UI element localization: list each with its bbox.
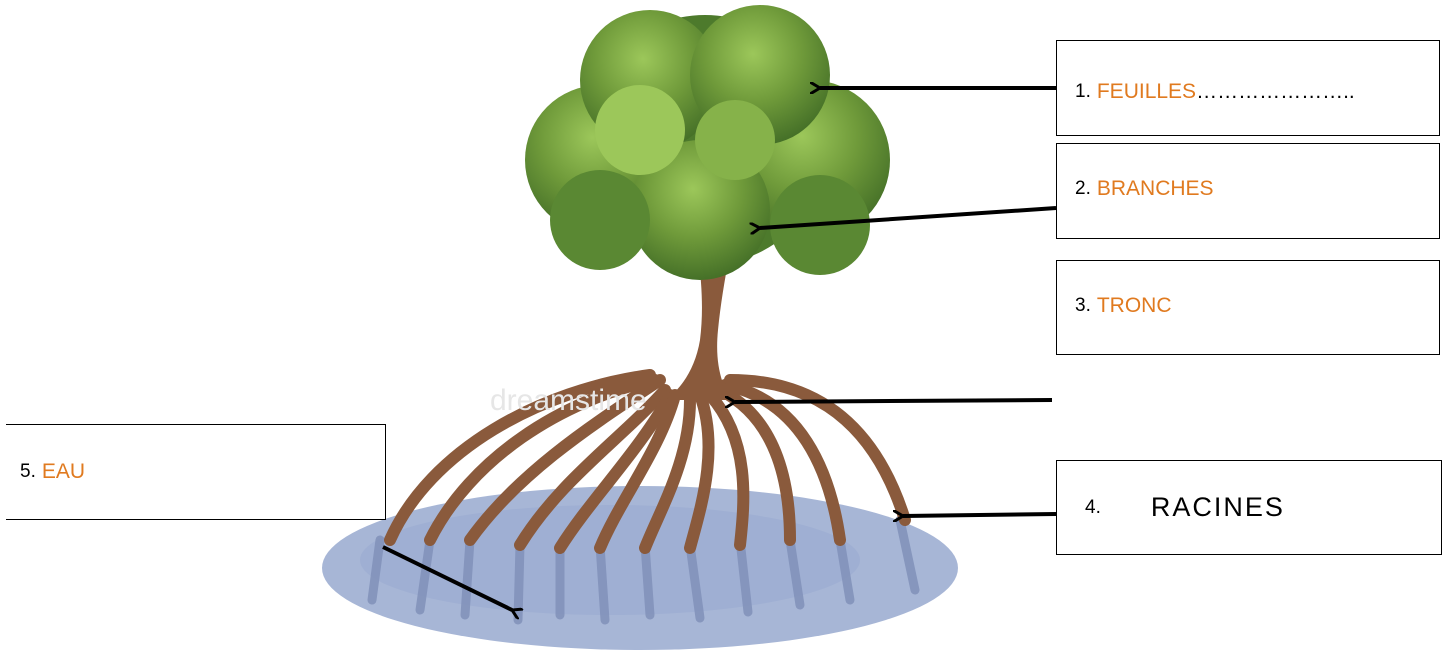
label-number: 2. <box>1075 178 1091 200</box>
arrow-3 <box>735 400 1052 402</box>
arrow-4 <box>903 514 1056 516</box>
label-dots: ………………….. <box>1196 80 1355 104</box>
foliage <box>525 5 890 280</box>
label-number: 5. <box>20 461 36 483</box>
label-box-eau: 5. EAU <box>6 424 386 520</box>
label-word: EAU <box>42 460 85 484</box>
label-box-racines: 4. RACINES <box>1056 460 1442 555</box>
label-number: 3. <box>1075 295 1091 317</box>
label-word: RACINES <box>1151 492 1285 523</box>
label-word: FEUILLES <box>1097 80 1196 104</box>
label-box-tronc: 3. TRONC <box>1056 260 1440 355</box>
label-number: 1. <box>1075 81 1091 103</box>
label-box-branches: 2. BRANCHES <box>1056 143 1440 239</box>
label-word: TRONC <box>1097 294 1172 318</box>
label-number: 4. <box>1085 497 1101 519</box>
label-box-feuilles: 1. FEUILLES ………………….. <box>1056 40 1440 136</box>
label-word: BRANCHES <box>1097 177 1214 201</box>
watermark: dreamstime <box>490 384 647 417</box>
